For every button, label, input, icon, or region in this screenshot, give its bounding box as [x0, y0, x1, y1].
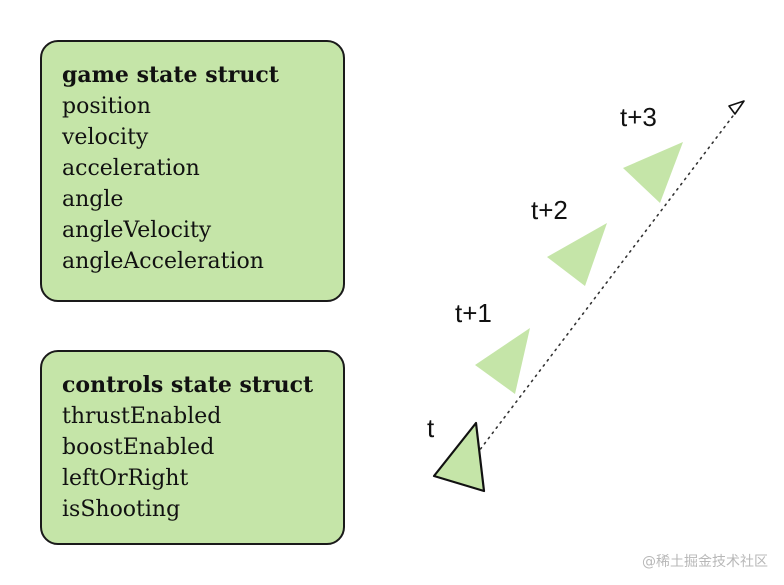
controls-state-title: controls state struct [62, 372, 314, 398]
game-state-field-acceleration: acceleration [62, 156, 200, 181]
controls-state-field-left-or-right: leftOrRight [62, 466, 189, 491]
game-state-field-velocity: velocity [62, 125, 149, 150]
time-label-t-plus-3: t+3 [620, 102, 657, 132]
game-state-title: game state struct [62, 62, 279, 88]
trajectory-arrowhead-icon [728, 100, 745, 115]
time-label-t-plus-1: t+1 [455, 298, 492, 328]
game-state-field-position: position [62, 94, 151, 119]
ship-triangle-t3-icon [623, 142, 683, 203]
game-state-field-angle-velocity: angleVelocity [62, 218, 212, 243]
controls-state-field-is-shooting: isShooting [62, 497, 181, 522]
controls-state-struct-box: controls state struct thrustEnabled boos… [40, 350, 345, 545]
controls-state-field-boost-enabled: boostEnabled [62, 435, 215, 460]
watermark: @稀土掘金技术社区 [642, 554, 768, 570]
ship-triangle-t1-icon [475, 328, 530, 394]
trajectory-dotted-line [456, 103, 743, 481]
game-state-field-angle: angle [62, 187, 124, 212]
controls-state-field-thrust-enabled: thrustEnabled [62, 404, 222, 429]
game-state-field-angle-acceleration: angleAcceleration [62, 249, 264, 274]
time-label-t-plus-2: t+2 [531, 195, 568, 225]
time-label-t: t [427, 413, 435, 443]
game-state-struct-box: game state struct position velocity acce… [40, 40, 345, 302]
ship-triangle-t-icon [432, 421, 486, 493]
ship-triangle-t2-icon [547, 223, 607, 286]
